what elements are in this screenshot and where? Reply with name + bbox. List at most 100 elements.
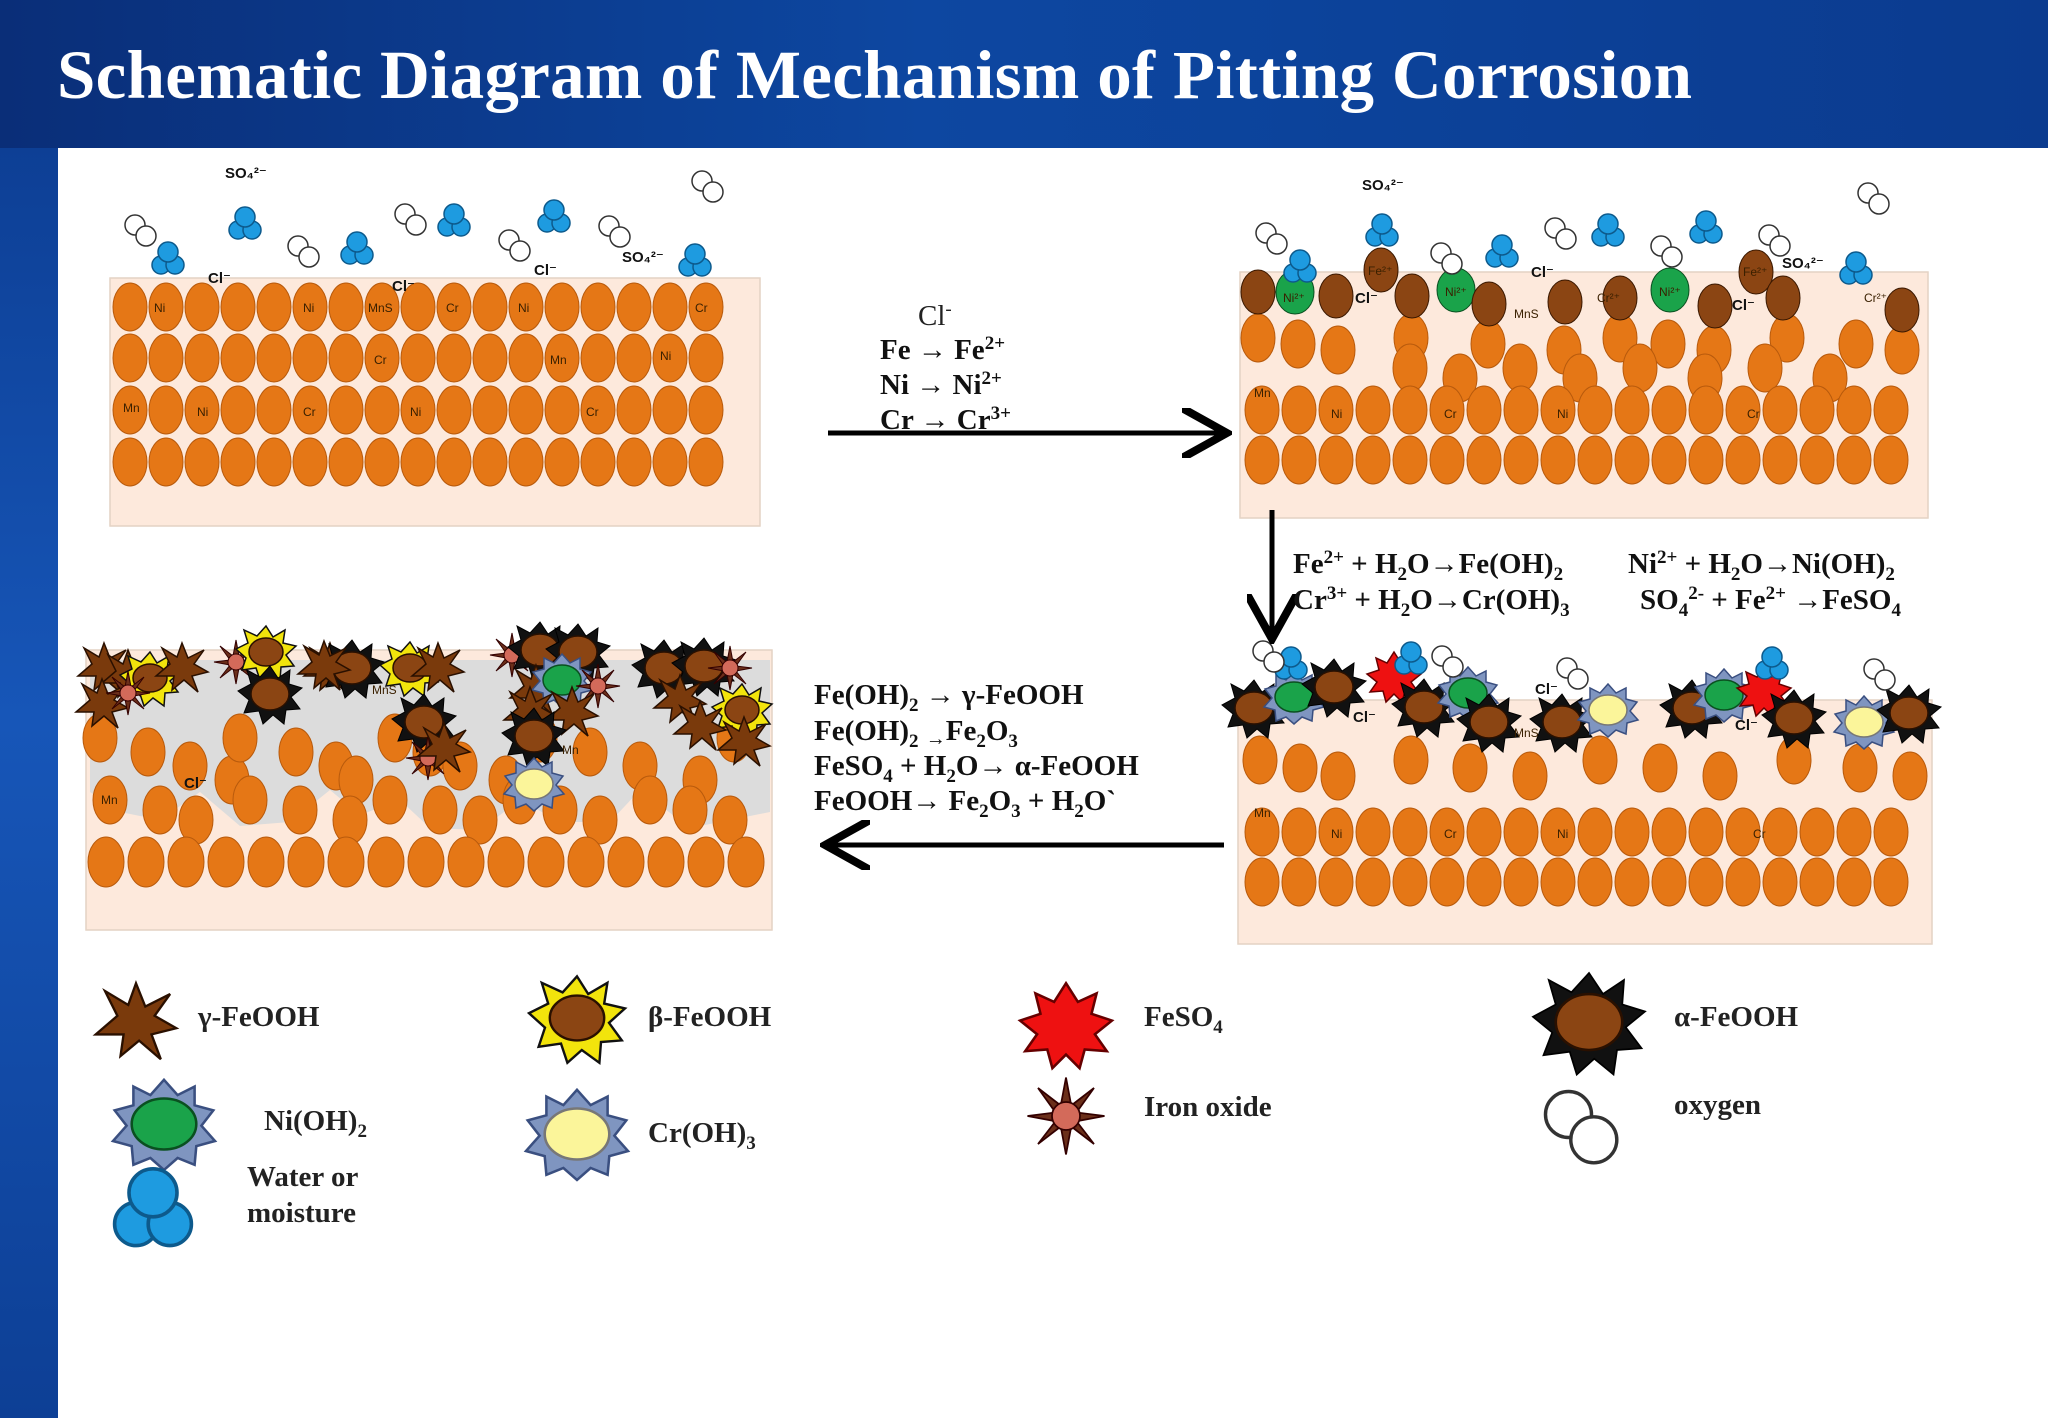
metal-atom [1873, 435, 1909, 485]
legend-iron-oxide-label: Iron oxide [1144, 1091, 1272, 1123]
panel-1-metal-atoms [112, 282, 724, 487]
p2-ion-ni: Ni²⁺ [1445, 285, 1467, 299]
p2-ion-ni: Ni²⁺ [1659, 285, 1681, 299]
metal-atom [1614, 857, 1650, 907]
metal-atom [1281, 385, 1317, 435]
metal-atom [1280, 319, 1316, 369]
metal-atom [1244, 807, 1280, 857]
p1-element-mn: Mn [550, 353, 567, 367]
legend-water: Water or moisture [112, 1161, 359, 1248]
alpha-feooh-icon [1531, 971, 1647, 1076]
metal-atom [87, 836, 125, 888]
legend-water-label-line1: Water or [247, 1161, 359, 1193]
metal-atom [328, 282, 364, 332]
legend-beta-feooh-label: β-FeOOH [648, 1001, 772, 1033]
metal-atom [472, 385, 508, 435]
panel-3-metal-atoms [1242, 735, 1928, 907]
metal-atom [1725, 807, 1761, 857]
metal-atom [1503, 385, 1539, 435]
metal-atom [1240, 313, 1276, 363]
metal-atom [1892, 751, 1928, 801]
metal-atom [130, 727, 166, 777]
p3-element-mns: MnS [1514, 726, 1539, 740]
metal-atom [1577, 435, 1613, 485]
metal-atom [142, 785, 178, 835]
metal-atom [400, 282, 436, 332]
metal-atom [462, 795, 498, 845]
metal-atom [1799, 807, 1835, 857]
reaction-step-2: Fe2+ + H2O→Fe(OH)2 Ni2+ + H2O→Ni(OH)2 Cr… [1293, 547, 1902, 621]
legend-water-label-line2: moisture [247, 1197, 356, 1229]
metal-atom [1725, 857, 1761, 907]
gamma-feooh-icon [94, 982, 178, 1061]
p3-element-cr: Cr [1444, 827, 1457, 841]
metal-atom [1466, 857, 1502, 907]
metal-atom [1318, 385, 1354, 435]
metal-atom [1688, 857, 1724, 907]
metal-atom [1318, 857, 1354, 907]
metal-atom [112, 385, 148, 435]
panel-hydroxide-formation: Cl⁻ Cl⁻ Cl⁻ MnS Mn Ni Cr Ni Cr [1221, 640, 1942, 945]
metal-atom [527, 836, 565, 888]
p3-element-mn: Mn [1254, 806, 1271, 820]
metal-atom [472, 333, 508, 383]
p4-element-mn: Mn [562, 743, 579, 757]
p1-element-cr: Cr [446, 301, 459, 315]
metal-atom [1725, 385, 1761, 435]
p1-cl-label-b: Cl⁻ [392, 278, 415, 295]
metal-atom [472, 437, 508, 487]
eq3-hematite: Fe(OH)2 →Fe2O3 [814, 715, 1018, 752]
metal-atom [1502, 343, 1538, 393]
metal-atom [580, 437, 616, 487]
p2-element-mn: Mn [1254, 386, 1271, 400]
p1-element-ni: Ni [303, 301, 314, 315]
p1-element-mn: Mn [123, 401, 140, 415]
metal-atom [1355, 807, 1391, 857]
metal-atom [1799, 857, 1835, 907]
metal-atom [508, 437, 544, 487]
metal-atom [184, 282, 220, 332]
metal-atom [148, 333, 184, 383]
metal-atom [1642, 743, 1678, 793]
metal-atom [1244, 857, 1280, 907]
metal-atom [112, 282, 148, 332]
p4-cl-label: Cl⁻ [184, 775, 207, 792]
metal-atom [1747, 343, 1783, 393]
metal-atom [1873, 385, 1909, 435]
metal-atom [1281, 857, 1317, 907]
metal-atom [287, 836, 325, 888]
p4-element-mn: Mn [101, 793, 118, 807]
p2-so4-label-b: SO₄²⁻ [1782, 255, 1824, 272]
metal-atom [1452, 743, 1488, 793]
metal-atom [1688, 807, 1724, 857]
metal-atom [1503, 807, 1539, 857]
legend-oxygen: oxygen [1543, 1089, 1761, 1165]
eq2-nickel-hydroxide: Ni2+ + H2O→Ni(OH)2 [1628, 547, 1895, 585]
p2-cl-label-b: Cl⁻ [1355, 290, 1378, 307]
p4-element-mns: MnS [372, 683, 397, 697]
metal-atom [338, 755, 374, 805]
metal-atom [148, 437, 184, 487]
metal-atom [616, 437, 652, 487]
ni-oh2-icon [111, 1078, 217, 1172]
p1-element-mns: MnS [368, 301, 393, 315]
p2-so4-label-a: SO₄²⁻ [1362, 177, 1404, 194]
metal-atom [436, 282, 472, 332]
metal-atom [1762, 807, 1798, 857]
p2-element-cr: Cr [1747, 407, 1760, 421]
p1-element-ni: Ni [197, 405, 208, 419]
metal-atom [567, 836, 605, 888]
metal-atom [1540, 435, 1576, 485]
metal-atom [1762, 857, 1798, 907]
metal-atom [1242, 735, 1278, 785]
metal-atom [1320, 325, 1356, 375]
slide-title: Schematic Diagram of Mechanism of Pittin… [57, 37, 1693, 113]
metal-atom [1651, 435, 1687, 485]
metal-atom [1650, 319, 1686, 369]
process-arrows [828, 433, 1272, 845]
metal-atom [582, 795, 618, 845]
p3-element-cr: Cr [1753, 827, 1766, 841]
beta-feooh-icon [527, 975, 627, 1065]
iron-oxide-icon [1026, 1076, 1106, 1156]
metal-atom [1838, 319, 1874, 369]
